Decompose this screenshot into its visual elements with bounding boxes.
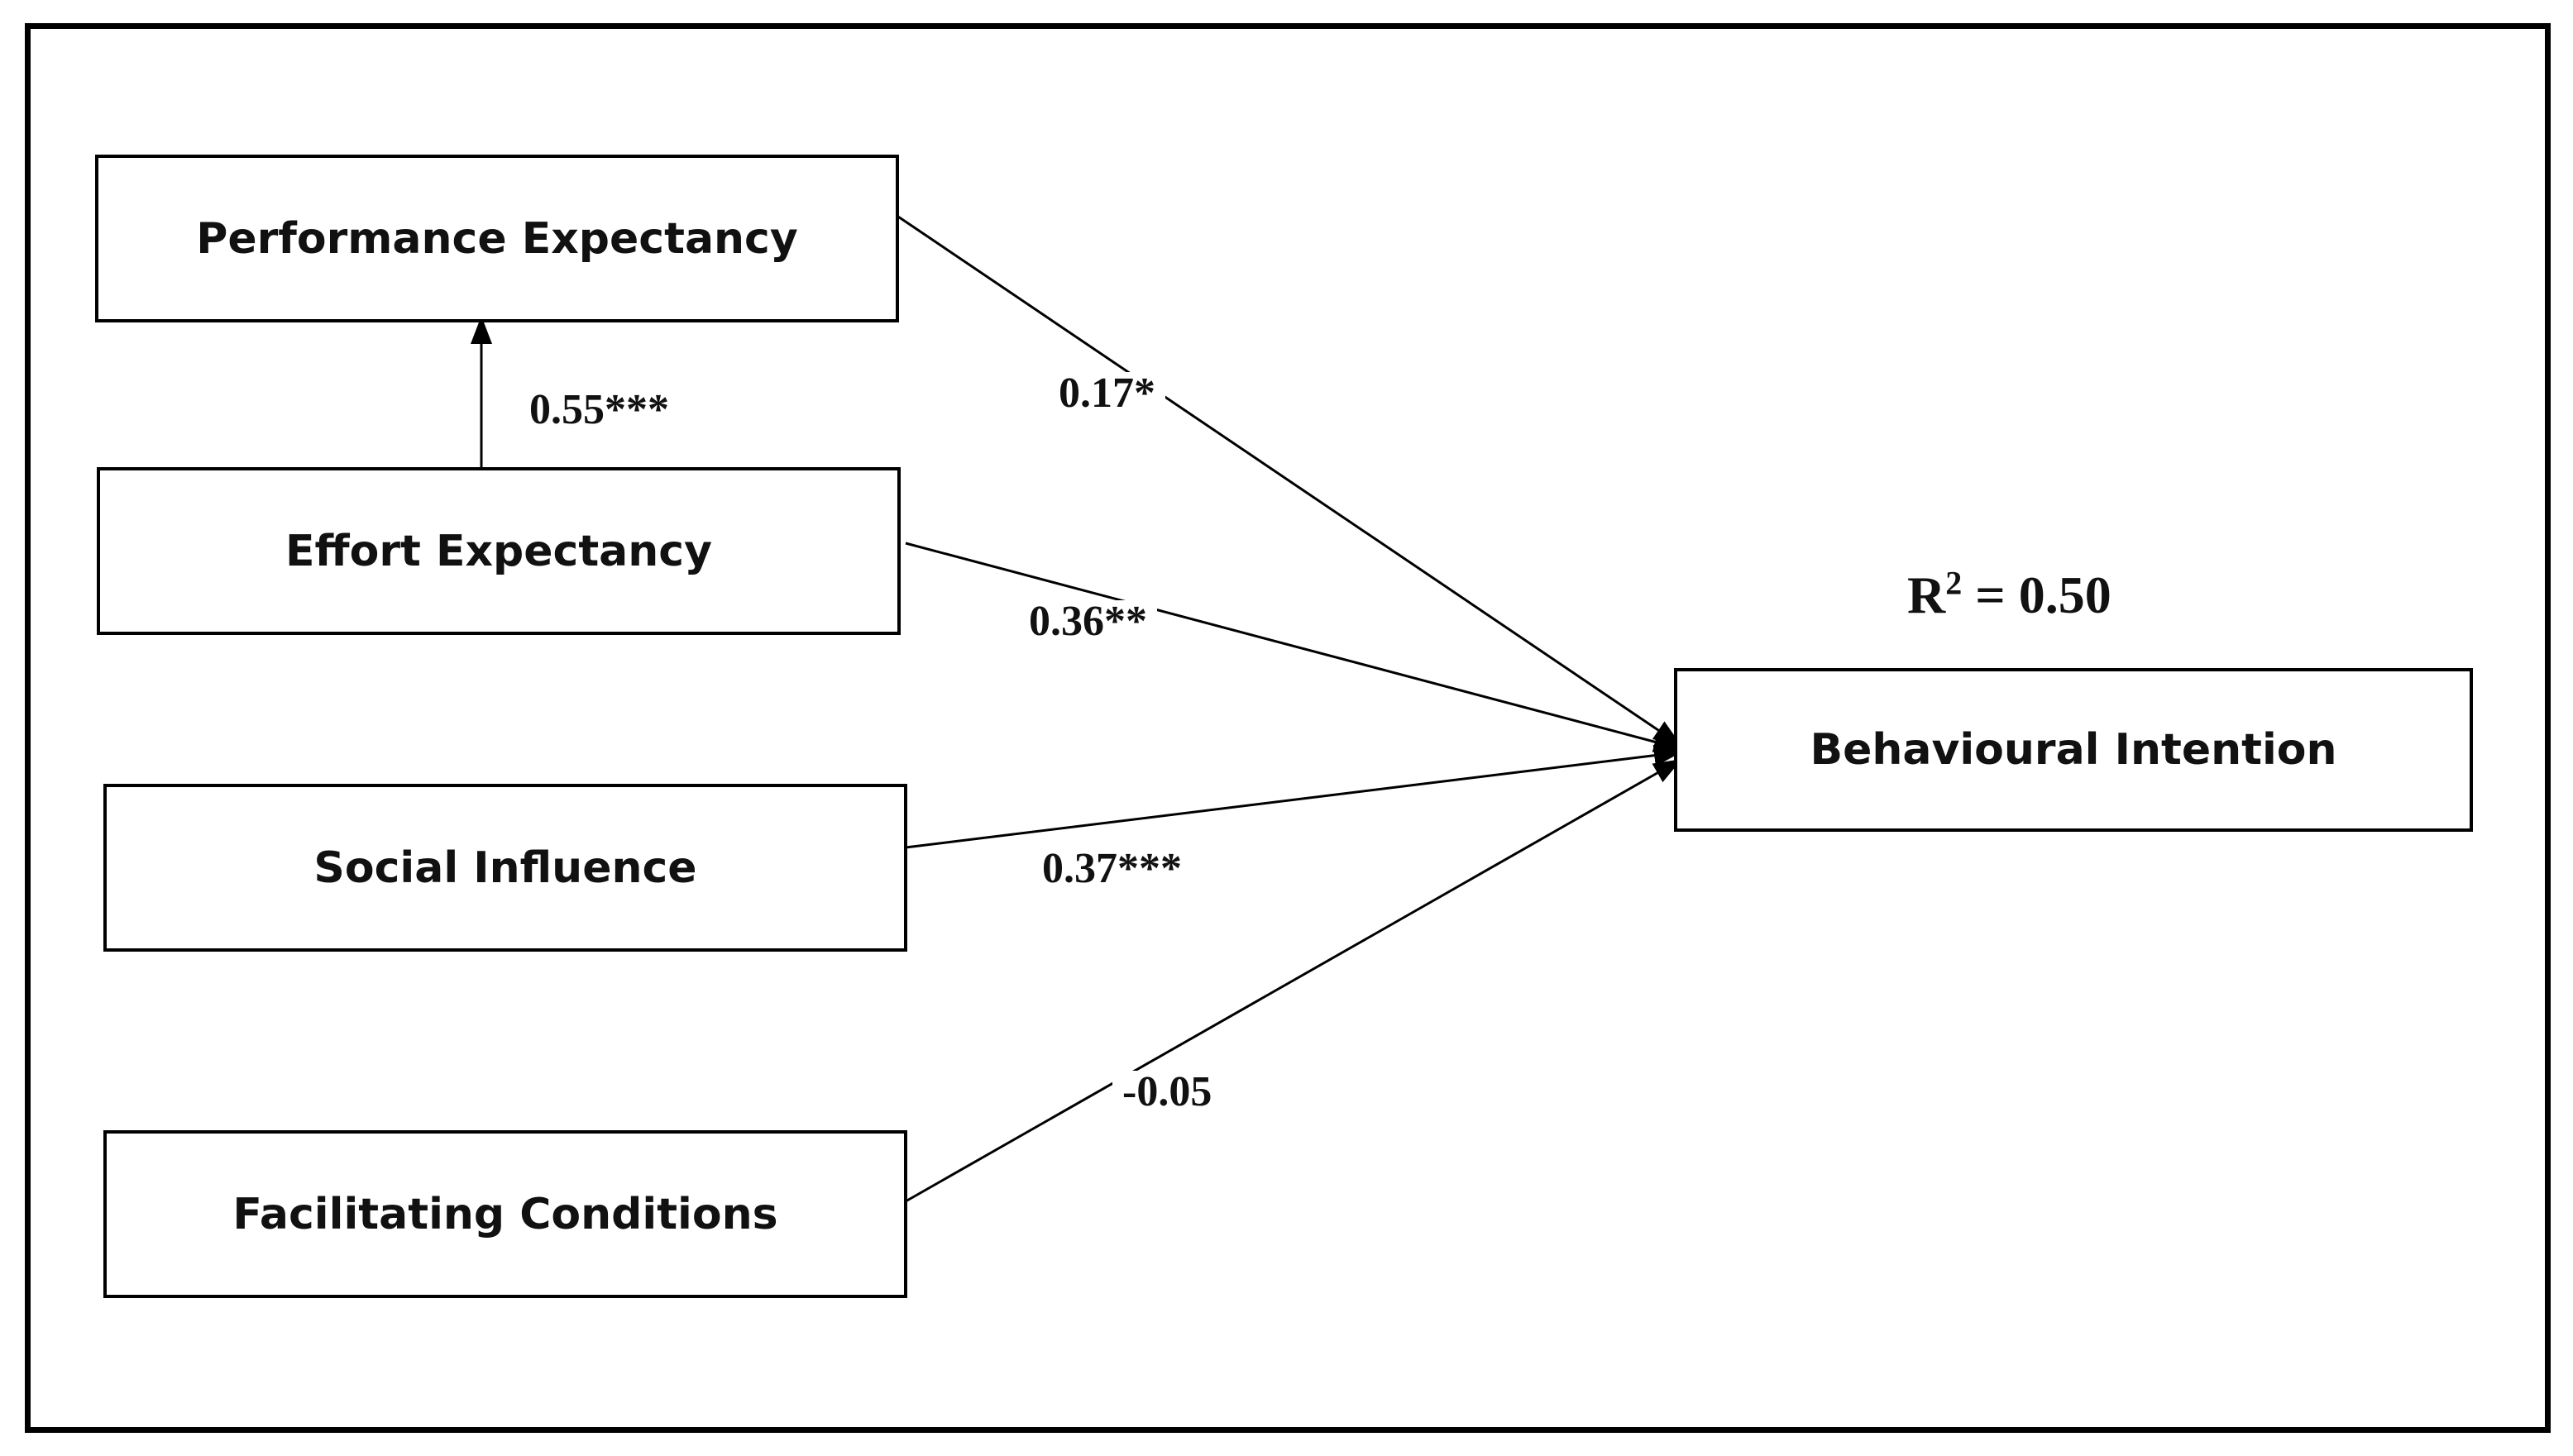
r-squared-label: R2 = 0.50: [1907, 566, 2111, 624]
r-squared-prefix: R: [1907, 566, 1946, 624]
coef-pe-to-bi: 0.17*: [1049, 372, 1165, 415]
node-effort-expectancy: Effort Expectancy: [97, 467, 901, 635]
r-squared-value: = 0.50: [1962, 566, 2111, 624]
node-performance-expectancy: Performance Expectancy: [95, 155, 899, 322]
coef-ee-to-bi: 0.36**: [1019, 600, 1157, 643]
node-label: Facilitating Conditions: [232, 1189, 778, 1239]
node-behavioural-intention: Behavioural Intention: [1674, 668, 2473, 832]
node-facilitating-conditions: Facilitating Conditions: [103, 1130, 907, 1298]
node-label: Behavioural Intention: [1810, 725, 2337, 775]
node-label: Effort Expectancy: [285, 526, 713, 576]
coef-ee-to-pe: 0.55***: [529, 386, 669, 433]
coef-si-to-bi: 0.37***: [1032, 847, 1192, 890]
arrow-fc-to-bi: [905, 759, 1682, 1203]
node-social-influence: Social Influence: [103, 784, 907, 952]
node-label: Performance Expectancy: [196, 213, 798, 264]
node-label: Social Influence: [313, 843, 697, 893]
arrow-ee-to-bi: [905, 542, 1682, 752]
arrow-pe-to-bi: [895, 213, 1682, 747]
arrow-si-to-bi: [905, 744, 1682, 849]
coef-fc-to-bi: -0.05: [1112, 1071, 1222, 1114]
r-squared-superscript: 2: [1945, 564, 1963, 602]
